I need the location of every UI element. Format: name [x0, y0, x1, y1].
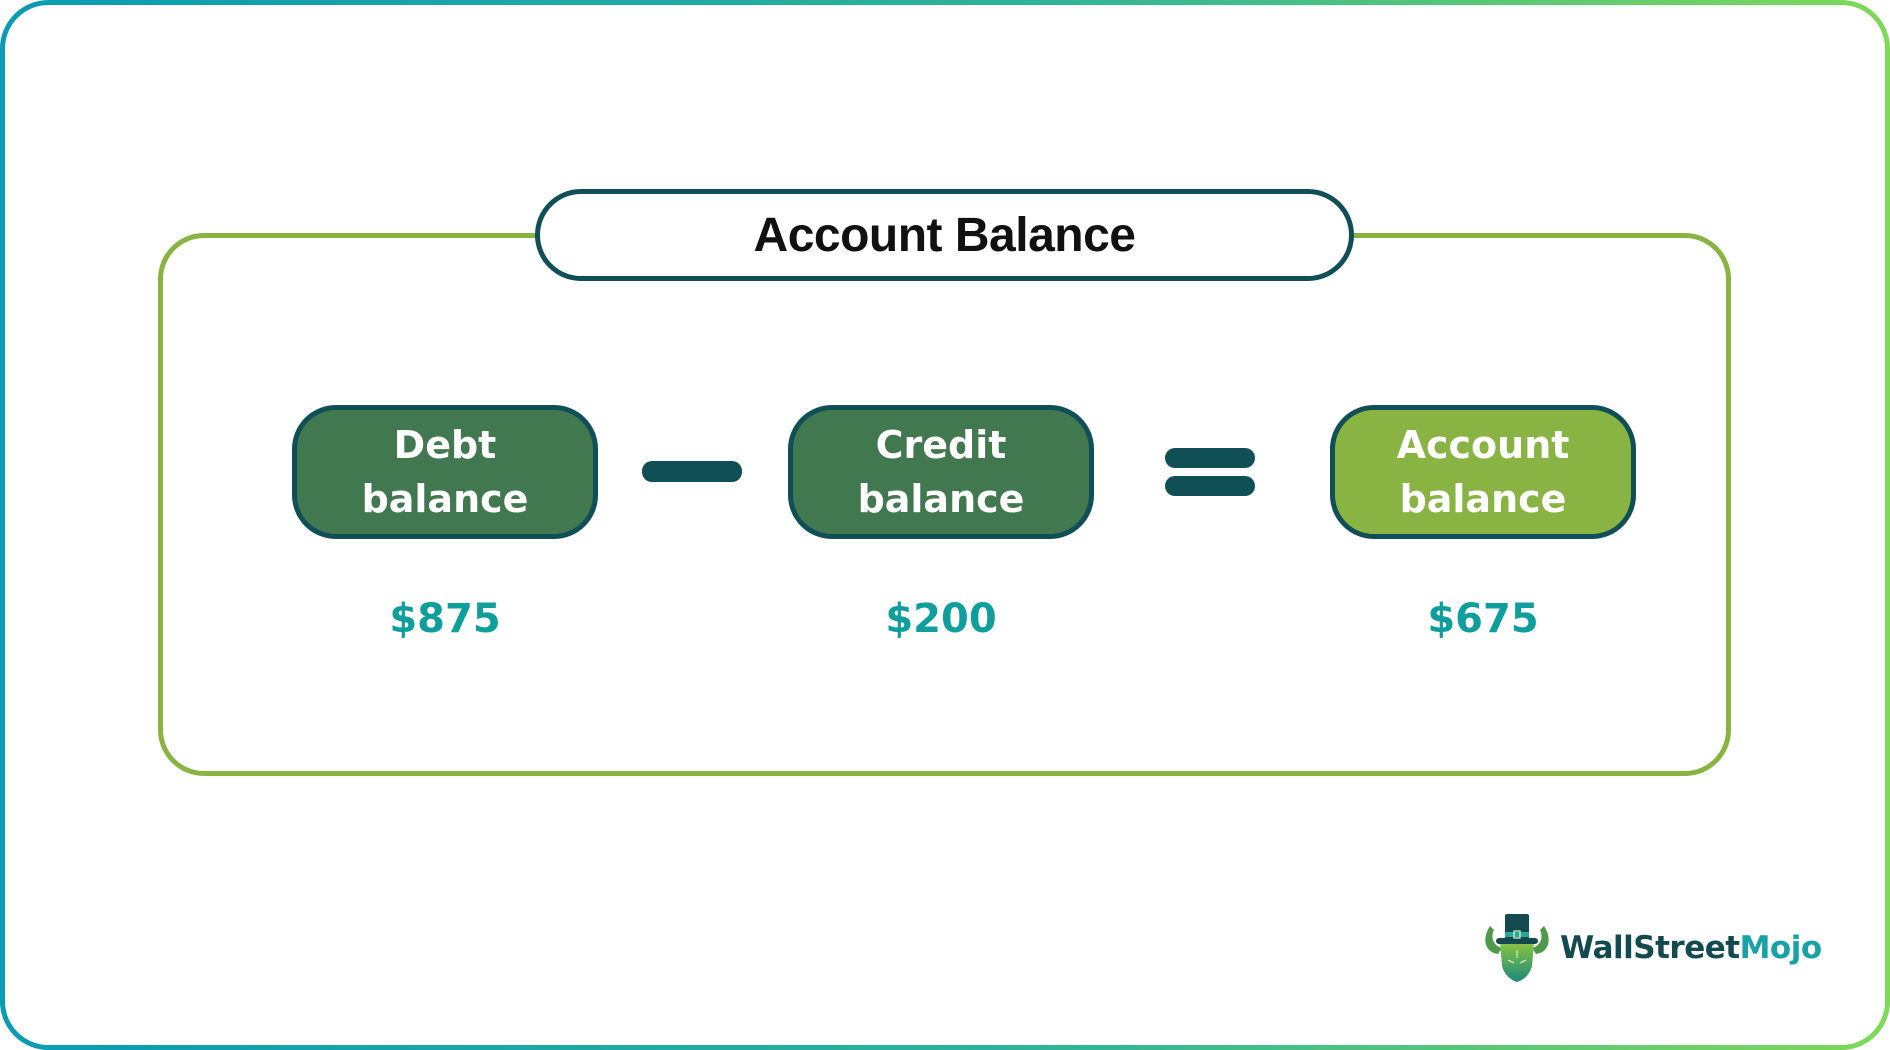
- account-balance-box: Account balance: [1330, 405, 1636, 539]
- minus-icon: [642, 461, 742, 482]
- credit-balance-value: $200: [885, 596, 997, 642]
- account-balance-label-line2: balance: [1399, 477, 1567, 521]
- equals-bar-top: [1165, 448, 1255, 468]
- logo-text: WallStreetMojo: [1560, 930, 1822, 966]
- account-balance-value: $675: [1427, 596, 1539, 642]
- credit-balance-label-line1: Credit: [875, 423, 1007, 467]
- page-title: Account Balance: [753, 208, 1136, 262]
- debt-balance-label-line2: balance: [361, 477, 529, 521]
- debt-balance-label-line1: Debt: [393, 423, 497, 467]
- credit-balance-label-line2: balance: [857, 477, 1025, 521]
- credit-balance-box: Credit balance: [788, 405, 1094, 539]
- wallstreetmojo-logo: WallStreetMojo: [1480, 908, 1822, 988]
- debt-balance-value: $875: [389, 596, 501, 642]
- account-balance-label-line1: Account: [1396, 423, 1570, 467]
- title-pill: Account Balance: [535, 189, 1354, 281]
- logo-text-mojo: Mojo: [1739, 930, 1823, 966]
- debt-balance-box: Debt balance: [292, 405, 598, 539]
- equals-bar-bottom: [1165, 476, 1255, 496]
- bull-with-top-hat-icon: [1485, 914, 1549, 982]
- logo-text-wallstreet: WallStreet: [1560, 930, 1740, 966]
